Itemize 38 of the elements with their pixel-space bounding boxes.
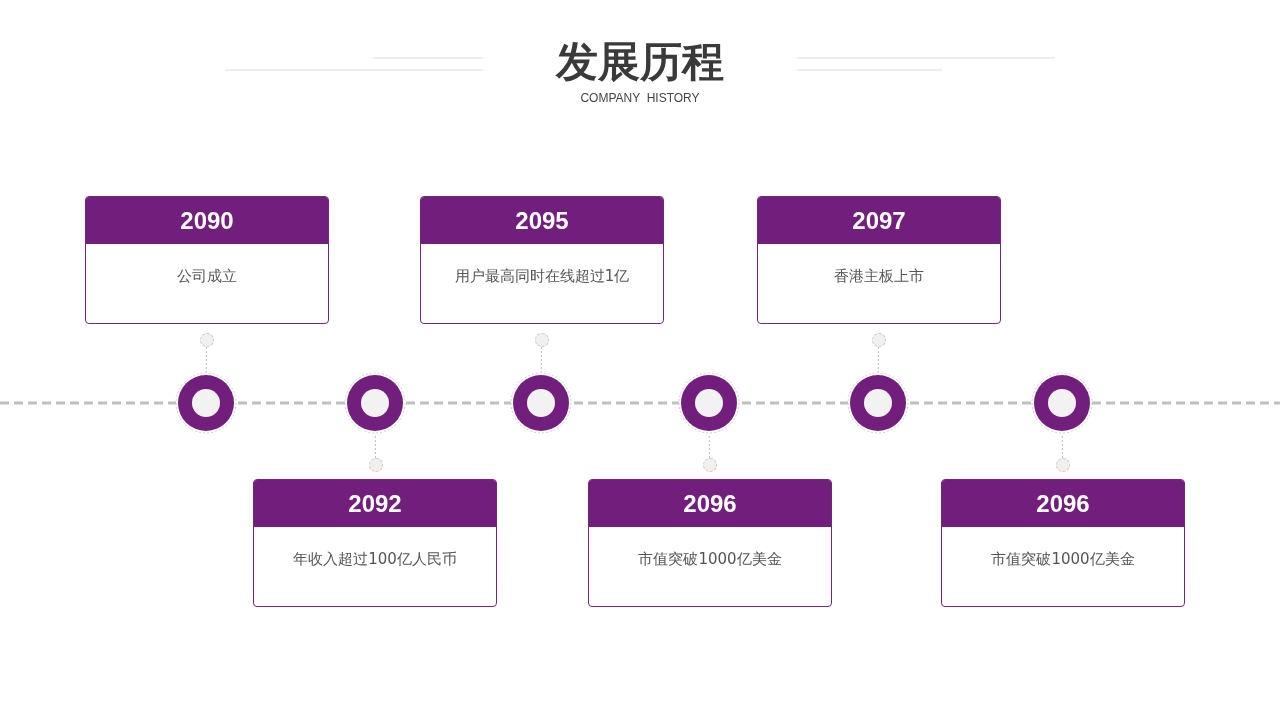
connector-line [205,346,207,373]
event-description: 香港主板上市 [833,267,925,286]
event-description: 市值突破1000亿美金 [990,550,1136,569]
connector-line [540,346,542,373]
connector-line [877,346,879,373]
page-subtitle: COMPANY HISTORY [579,91,701,105]
timeline-marker [678,372,740,434]
timeline-marker [510,372,572,434]
connector-dot [199,333,214,347]
event-card [420,196,664,324]
event-description: 公司成立 [176,267,238,286]
event-description: 年收入超过100亿人民币 [292,550,458,569]
connector-line [1061,433,1063,459]
year-header: 2096 [942,480,1184,527]
connector-dot [368,458,383,472]
connector-dot [702,458,717,472]
year-header: 2092 [254,480,496,527]
timeline-marker [1031,372,1093,434]
event-card [588,479,832,607]
year-header: 2090 [86,197,328,244]
connector-line [374,433,376,459]
connector-dot [1055,458,1070,472]
year-header: 2096 [589,480,831,527]
connector-line [708,433,710,459]
event-description: 用户最高同时在线超过1亿 [453,267,631,286]
year-header: 2095 [421,197,663,244]
event-card [941,479,1185,607]
page-title: 发展历程 [554,36,725,88]
timeline-marker [344,372,406,434]
event-card [757,196,1001,324]
event-card [253,479,497,607]
timeline-marker [175,372,237,434]
connector-dot [534,333,549,347]
year-header: 2097 [758,197,1000,244]
event-card [85,196,329,324]
event-description: 市值突破1000亿美金 [637,550,783,569]
timeline-marker [847,372,909,434]
connector-dot [871,333,886,347]
